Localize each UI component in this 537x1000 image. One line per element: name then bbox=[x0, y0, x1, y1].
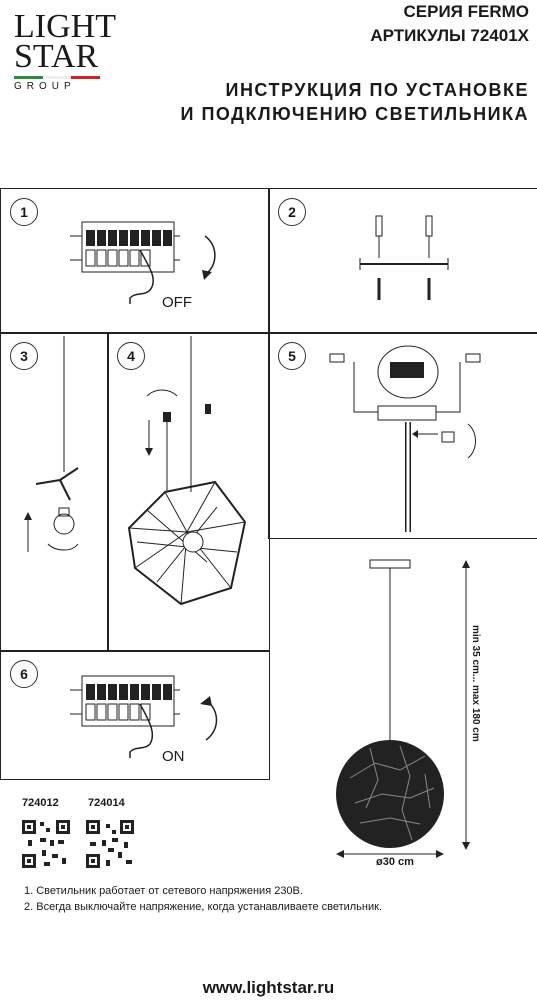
brand-logo: LIGHT STAR GROUP bbox=[14, 8, 116, 92]
instruction-title: ИНСТРУКЦИЯ ПО УСТАНОВКЕ И ПОДКЛЮЧЕНИЮ СВ… bbox=[181, 78, 529, 126]
article-numbers: АРТИКУЛЫ 72401X bbox=[370, 26, 529, 45]
logo-flag-bar bbox=[14, 76, 101, 79]
panel-step-6 bbox=[0, 650, 270, 780]
off-label: OFF bbox=[162, 294, 192, 311]
notes: 1. Светильник работает от сетевого напря… bbox=[24, 883, 382, 915]
website-link[interactable]: www.lightstar.ru bbox=[202, 978, 335, 997]
step-number-4: 4 bbox=[117, 342, 145, 370]
mounting-bracket-illustration bbox=[359, 215, 449, 300]
note-2: 2. Всегда выключайте напряжение, когда у… bbox=[24, 901, 383, 913]
article-1: 724012 bbox=[22, 797, 59, 809]
title-line-2: И ПОДКЛЮЧЕНИЮ СВЕТИЛЬНИКА bbox=[180, 104, 529, 124]
qr-code-icon bbox=[22, 820, 70, 868]
article-2: 724014 bbox=[88, 797, 125, 809]
panel-step-2 bbox=[268, 188, 537, 334]
step-number-2: 2 bbox=[278, 198, 306, 226]
diameter-dimension: ø30 cm bbox=[376, 856, 414, 868]
breaker-on-illustration bbox=[70, 675, 218, 758]
panel-step-5 bbox=[268, 332, 537, 539]
note-1: 1. Светильник работает от сетевого напря… bbox=[24, 885, 303, 897]
panel-step-3 bbox=[0, 332, 109, 652]
logo-line-2: STAR bbox=[14, 38, 99, 75]
panel-step-4 bbox=[107, 332, 270, 652]
pendant-lamp-illustration bbox=[336, 559, 470, 858]
canopy-wiring-illustration bbox=[329, 345, 481, 532]
step-number-5: 5 bbox=[278, 342, 306, 370]
step-number-1: 1 bbox=[10, 198, 38, 226]
series-header: СЕРИЯ FERMO АРТИКУЛЫ 72401X bbox=[370, 0, 529, 48]
logo-group: GROUP bbox=[14, 81, 76, 92]
breaker-off-illustration bbox=[70, 221, 216, 304]
step-number-3: 3 bbox=[10, 342, 38, 370]
step-number-6: 6 bbox=[10, 660, 38, 688]
panel-step-1 bbox=[0, 188, 270, 334]
qr-code-icon bbox=[86, 820, 134, 868]
shade-assembly-illustration bbox=[127, 336, 247, 606]
title-line-1: ИНСТРУКЦИЯ ПО УСТАНОВКЕ bbox=[225, 80, 529, 100]
series-name: СЕРИЯ FERMO bbox=[403, 2, 530, 21]
cord-and-bulb-illustration bbox=[24, 336, 79, 552]
on-label: ON bbox=[162, 748, 185, 765]
height-dimension: min 35 cm... max 180 cm bbox=[470, 625, 481, 742]
logo-line-1: LIGHT bbox=[14, 8, 116, 45]
